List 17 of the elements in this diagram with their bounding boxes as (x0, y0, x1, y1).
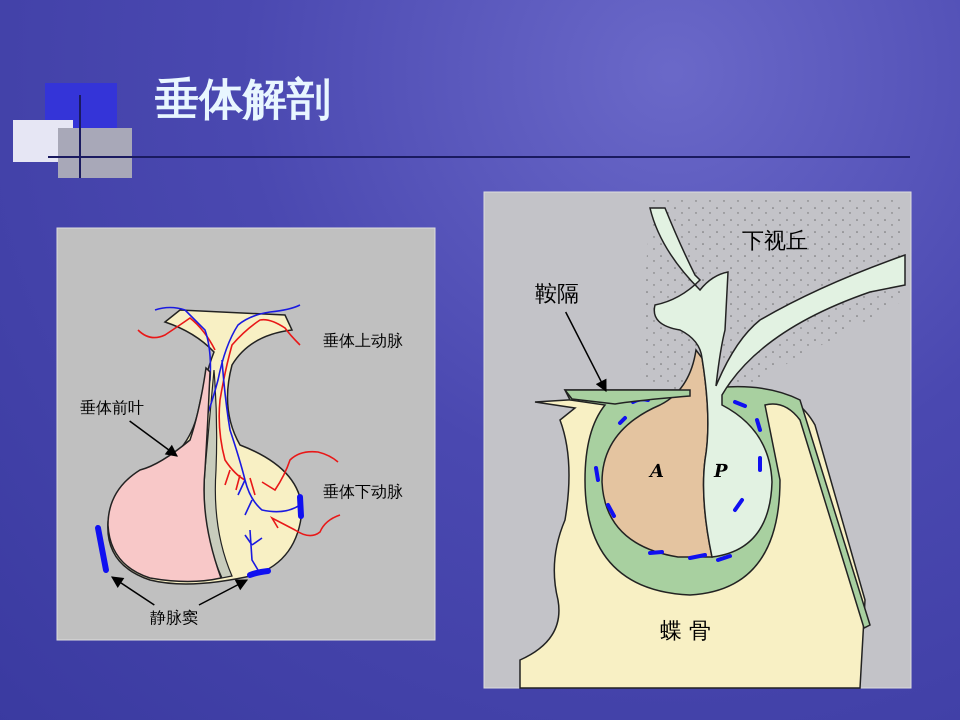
anatomy-label: 蝶 骨 (660, 618, 711, 646)
anatomy-label: 静脉窦 (150, 608, 198, 628)
venous-sinus (95, 525, 109, 573)
anatomy-label: 垂体前叶 (80, 398, 144, 418)
leader-line (129, 420, 178, 457)
leader-line (198, 579, 248, 606)
region-letter: A (650, 462, 664, 482)
anatomy-label: 鞍隔 (535, 281, 579, 309)
anatomy-label: 垂体上动脉 (323, 331, 403, 351)
anatomy-label: 垂体下动脉 (323, 482, 403, 502)
slide-title: 垂体解剖 (155, 73, 331, 127)
diaphragma-sellae (564, 389, 691, 405)
leader-line (565, 312, 607, 392)
leader-line (111, 576, 155, 606)
region-letter: P (714, 462, 728, 482)
anatomy-label: 下视丘 (742, 228, 808, 256)
venous-sinus (247, 568, 271, 578)
